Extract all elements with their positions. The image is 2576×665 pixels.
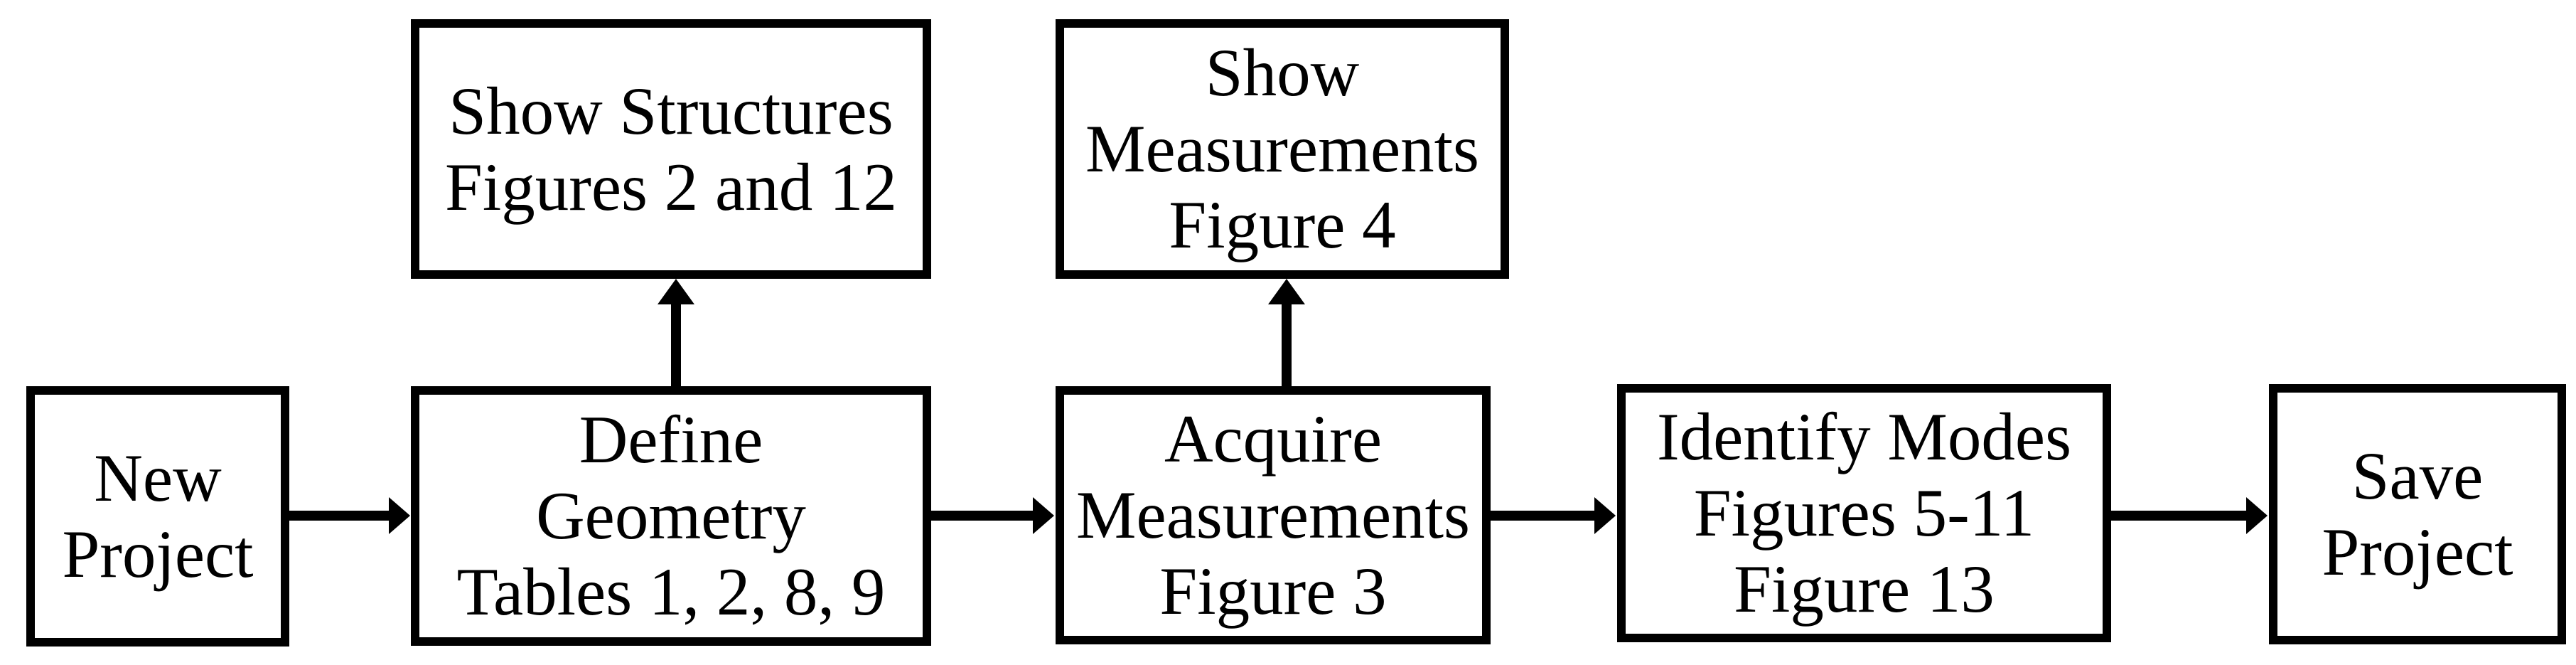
node-acquire-measurements-line-1: Acquire: [1164, 401, 1382, 477]
node-new-project: New Project: [26, 386, 289, 647]
arrow-shaft: [931, 511, 1033, 521]
node-identify-modes-line-1: Identify Modes: [1656, 399, 2072, 474]
node-acquire-measurements-line-2: Measurements: [1076, 477, 1470, 553]
node-identify-modes: Identify Modes Figures 5-11 Figure 13: [1617, 384, 2111, 642]
node-show-structures: Show Structures Figures 2 and 12: [411, 19, 931, 279]
node-define-geometry: Define Geometry Tables 1, 2, 8, 9: [411, 386, 931, 646]
node-show-measurements-line-2: Measurements: [1085, 111, 1479, 186]
arrowhead-right-icon: [2246, 497, 2268, 534]
node-define-geometry-line-3: Tables 1, 2, 8, 9: [456, 554, 886, 629]
node-save-project: Save Project: [2269, 384, 2566, 644]
node-define-geometry-line-2: Geometry: [536, 478, 806, 553]
arrowhead-up-icon: [1268, 279, 1305, 304]
arrow-shaft: [1491, 511, 1594, 521]
node-show-structures-line-1: Show Structures: [449, 73, 893, 149]
arrow-shaft: [1282, 303, 1292, 386]
arrowhead-right-icon: [1594, 497, 1616, 534]
arrowhead-up-icon: [658, 279, 694, 304]
arrow-shaft: [671, 303, 681, 386]
node-show-measurements-line-1: Show: [1205, 35, 1360, 110]
arrowhead-right-icon: [1033, 497, 1054, 534]
node-new-project-line-1: New: [94, 440, 222, 516]
node-define-geometry-line-1: Define: [579, 402, 763, 477]
node-save-project-line-2: Project: [2322, 514, 2513, 590]
node-new-project-line-2: Project: [62, 516, 254, 592]
arrow-shaft: [2111, 511, 2246, 521]
node-identify-modes-line-2: Figures 5-11: [1693, 475, 2035, 550]
node-show-measurements-line-3: Figure 4: [1169, 187, 1396, 262]
node-acquire-measurements: Acquire Measurements Figure 3: [1056, 386, 1491, 644]
node-show-measurements: Show Measurements Figure 4: [1056, 19, 1509, 279]
node-identify-modes-line-3: Figure 13: [1734, 551, 1995, 627]
node-show-structures-line-2: Figures 2 and 12: [445, 149, 897, 225]
node-acquire-measurements-line-3: Figure 3: [1159, 553, 1387, 629]
arrow-shaft: [289, 511, 389, 521]
node-save-project-line-1: Save: [2351, 438, 2484, 514]
arrowhead-right-icon: [389, 497, 410, 534]
